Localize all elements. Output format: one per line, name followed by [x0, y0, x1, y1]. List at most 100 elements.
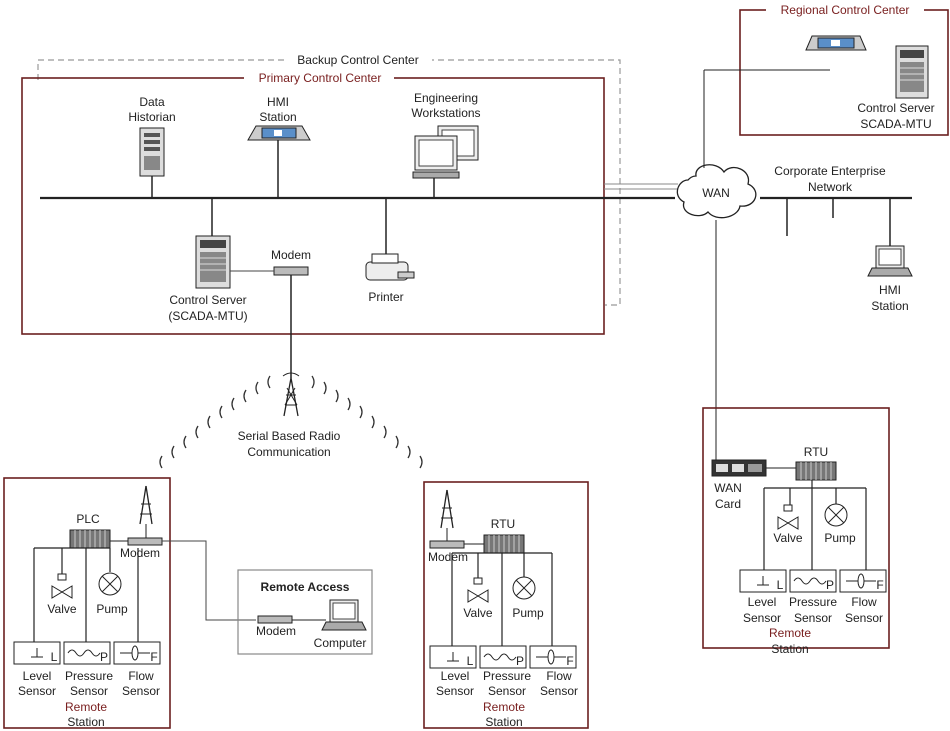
wan-card-label-1: WAN [714, 481, 742, 495]
remote-station-1-label-2: Station [67, 715, 104, 729]
level-sensor-icon-station-3 [739, 569, 787, 593]
pressure-sensor-icon-station-3 [789, 569, 837, 593]
level-sensor-3-label-2: Sensor [743, 611, 781, 625]
remote-station-1-box [3, 477, 171, 729]
pressure-sensor-icon-station-2 [479, 645, 527, 669]
flow-sensor-icon [113, 641, 161, 665]
radio-label-2: Communication [247, 445, 330, 459]
level-sensor-2-label-2: Sensor [436, 684, 474, 698]
level-sensor-2-label-1: Level [441, 669, 470, 683]
valve-icon [51, 573, 73, 599]
remote-station-3-label-2: Station [771, 642, 808, 656]
flow-sensor-label-2: Sensor [122, 684, 160, 698]
valve-icon-station-3 [777, 504, 799, 530]
modem-icon-station-2 [429, 540, 465, 549]
backup-control-center-label: Backup Control Center [297, 53, 418, 67]
flow-sensor-icon-station-3 [839, 569, 887, 593]
data-historian-label-1: Data [139, 95, 165, 109]
printer-label: Printer [368, 290, 403, 304]
hmi-station-corp-label-2: Station [871, 299, 908, 313]
sensor-letter-f-3: F [876, 578, 883, 592]
sensor-letter-f-2: F [566, 654, 573, 668]
radio-tower-icon-station-2 [440, 489, 454, 541]
modem-station-1-label: Modem [120, 546, 160, 560]
modem-remote-access-label: Modem [256, 624, 296, 638]
remote-station-1-label-1: Remote [65, 700, 107, 714]
hmi-station-corp-label-1: HMI [879, 283, 901, 297]
primary-label-bg [244, 71, 394, 85]
remote-station-2-box [423, 481, 589, 729]
printer-icon [365, 253, 415, 281]
pump-label-1: Pump [96, 602, 128, 616]
wan-card-icon [711, 459, 767, 477]
regional-label-bg [766, 3, 924, 17]
level-sensor-label-1: Level [23, 669, 52, 683]
remote-station-2-label-1: Remote [483, 700, 525, 714]
engineering-label-2: Workstations [411, 106, 480, 120]
pump-label-2: Pump [512, 606, 544, 620]
laptop-icon [867, 245, 913, 277]
server-icon [139, 127, 165, 177]
control-server-regional-label-1: Control Server [857, 101, 934, 115]
flow-sensor-label-1: Flow [128, 669, 154, 683]
valve-label-2: Valve [463, 606, 492, 620]
radio-tower-icon [282, 372, 300, 417]
rtu-icon [483, 534, 525, 554]
sensor-letter-l: L [51, 650, 58, 664]
plc-icon [69, 529, 111, 549]
pressure-sensor-2-label-1: Pressure [483, 669, 531, 683]
corporate-network-label-1: Corporate Enterprise [774, 164, 886, 178]
flow-sensor-3-label-1: Flow [851, 595, 877, 609]
wan-card-label-2: Card [715, 497, 741, 511]
rtu-icon-station-3 [795, 461, 837, 481]
pump-label-3: Pump [824, 531, 856, 545]
wan-label: WAN [702, 186, 730, 200]
level-sensor-label-2: Sensor [18, 684, 56, 698]
flow-sensor-2-label-2: Sensor [540, 684, 578, 698]
level-sensor-icon-station-2 [429, 645, 477, 669]
primary-control-center-label: Primary Control Center [259, 71, 382, 85]
level-sensor-3-label-1: Level [748, 595, 777, 609]
sensor-letter-l-3: L [777, 578, 784, 592]
sensor-letter-f: F [150, 650, 157, 664]
valve-icon-station-2 [467, 577, 489, 603]
valve-label-1: Valve [47, 602, 76, 616]
pressure-sensor-3-label-1: Pressure [789, 595, 837, 609]
flow-sensor-3-label-2: Sensor [845, 611, 883, 625]
pressure-sensor-label-1: Pressure [65, 669, 113, 683]
rtu-label-station-3: RTU [804, 445, 828, 459]
remote-station-3-box [702, 407, 890, 649]
computer-laptop-icon [321, 599, 367, 631]
plc-label: PLC [76, 512, 100, 526]
data-historian-label-2: Historian [128, 110, 175, 124]
control-server-icon [195, 235, 231, 289]
wan-cloud-icon [676, 164, 757, 219]
pump-icon-station-3 [824, 503, 848, 527]
sensor-letter-l-2: L [467, 654, 474, 668]
radio-label-1: Serial Based Radio [238, 429, 341, 443]
radio-waves-icon [159, 375, 423, 469]
modem-primary-label: Modem [271, 248, 311, 262]
remote-station-2-label-2: Station [485, 715, 522, 729]
sensor-letter-p-2: P [516, 654, 524, 668]
remote-station-3-label-1: Remote [769, 626, 811, 640]
backup-label-bg [284, 53, 432, 67]
control-server-label-1: Control Server [169, 293, 246, 307]
hmi-console-icon [247, 125, 311, 141]
sensor-letter-p-3: P [826, 578, 834, 592]
remote-access-label: Remote Access [261, 580, 350, 594]
hmi-station-label-2: Station [259, 110, 296, 124]
regional-control-center-label: Regional Control Center [781, 3, 910, 17]
pressure-sensor-2-label-2: Sensor [488, 684, 526, 698]
rtu-label-station-2: RTU [491, 517, 515, 531]
modem-icon-remote-access [257, 615, 293, 624]
control-server-label-2: (SCADA-MTU) [168, 309, 247, 323]
radio-tower-icon-station-1 [139, 485, 153, 538]
computer-label: Computer [314, 636, 367, 650]
workstation-monitors-icon [412, 125, 479, 179]
hmi-station-label-1: HMI [267, 95, 289, 109]
primary-control-center-box [21, 77, 605, 335]
valve-label-3: Valve [773, 531, 802, 545]
level-sensor-icon [13, 641, 61, 665]
